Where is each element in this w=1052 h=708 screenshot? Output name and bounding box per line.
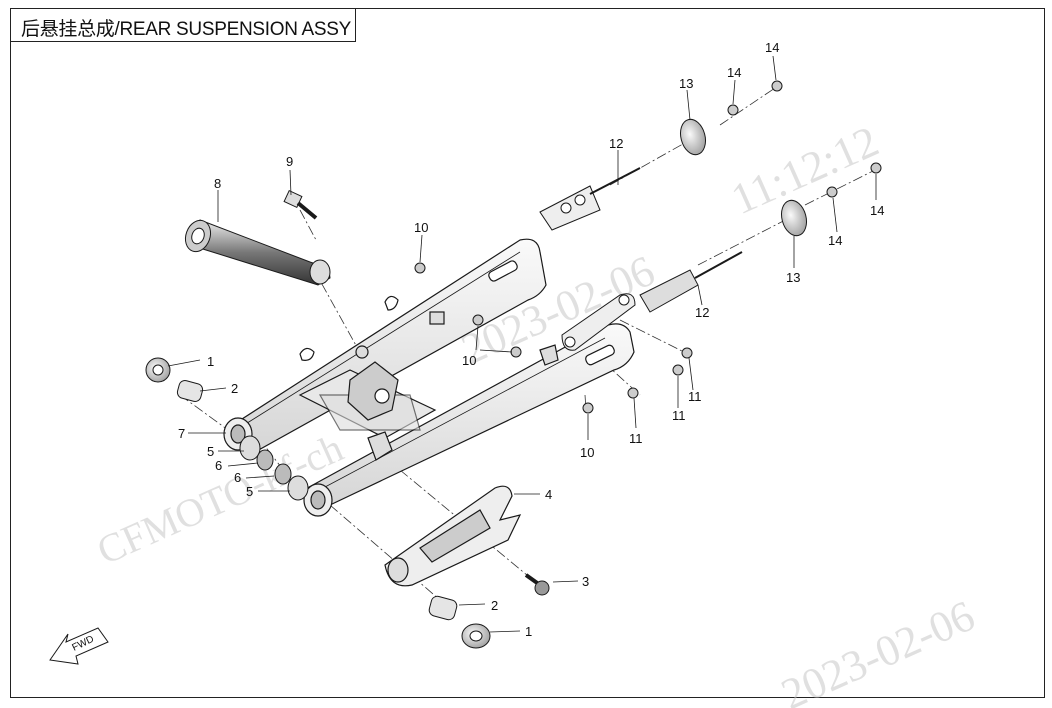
shock-mount-bracket [347,361,399,421]
small-bolts [414,262,693,414]
callout-13b: 13 [786,270,800,285]
leader-lines [167,55,877,633]
callout-1a: 1 [207,354,214,369]
callout-11c: 11 [629,431,643,446]
callout-6b: 6 [234,470,241,485]
watermark-time: 11:12:12 [724,116,885,224]
bearing-5a [239,435,261,461]
bearing-6a [256,449,274,471]
watermark-date-bottom: 2023-02-06 [774,591,981,708]
swingarm [223,238,635,517]
chain-guard-4 [384,485,522,587]
spacer-2a [176,380,204,402]
callout-2a: 2 [231,381,238,396]
bolt-3 [524,573,550,596]
callout-7: 7 [178,426,185,441]
title-box: 后悬挂总成/REAR SUSPENSION ASSY [10,8,356,42]
callout-11b: 11 [672,408,686,423]
chain-adjuster-12b [561,251,743,351]
callout-4: 4 [545,487,552,502]
callout-6a: 6 [215,458,222,473]
nuts-14 [727,80,882,198]
callout-3: 3 [582,574,589,589]
pivot-hardware [145,357,491,649]
diagram-title: 后悬挂总成/REAR SUSPENSION ASSY [21,19,352,40]
callout-5b: 5 [246,484,253,499]
callouts: 1 2 7 5 6 6 5 8 9 10 10 10 12 13 14 14 1… [178,40,884,639]
callout-10a: 10 [414,220,428,235]
spacer-2b [428,595,458,621]
callout-14a: 14 [727,65,741,80]
callout-12b: 12 [695,305,709,320]
drawing-frame [10,8,1045,698]
callout-14b: 14 [765,40,779,55]
fwd-arrow: FWD [49,627,109,665]
callout-14d: 14 [870,203,884,218]
bolt-9 [283,189,318,220]
callout-9: 9 [286,154,293,169]
chain-adjuster-12a [539,167,641,231]
callout-8: 8 [214,176,221,191]
callout-10c: 10 [580,445,594,460]
callout-14c: 14 [828,233,842,248]
callout-11a: 11 [688,389,702,404]
callout-1b: 1 [525,624,532,639]
shock-absorber [184,219,331,286]
watermark-layer: 11:12:12 2023-02-06 2023-02-06 CFMOTO-kf… [90,116,981,708]
callout-12a: 12 [609,136,623,151]
callout-10b: 10 [462,353,476,368]
swingarm-right-arm [298,323,635,506]
callout-5a: 5 [207,444,214,459]
adjuster-cap-13b [781,199,807,237]
bearing-5b [287,475,309,501]
adjuster-cap-13a [680,118,706,156]
bearing-6b [274,463,292,485]
callout-2b: 2 [491,598,498,613]
callout-13a: 13 [679,76,693,91]
